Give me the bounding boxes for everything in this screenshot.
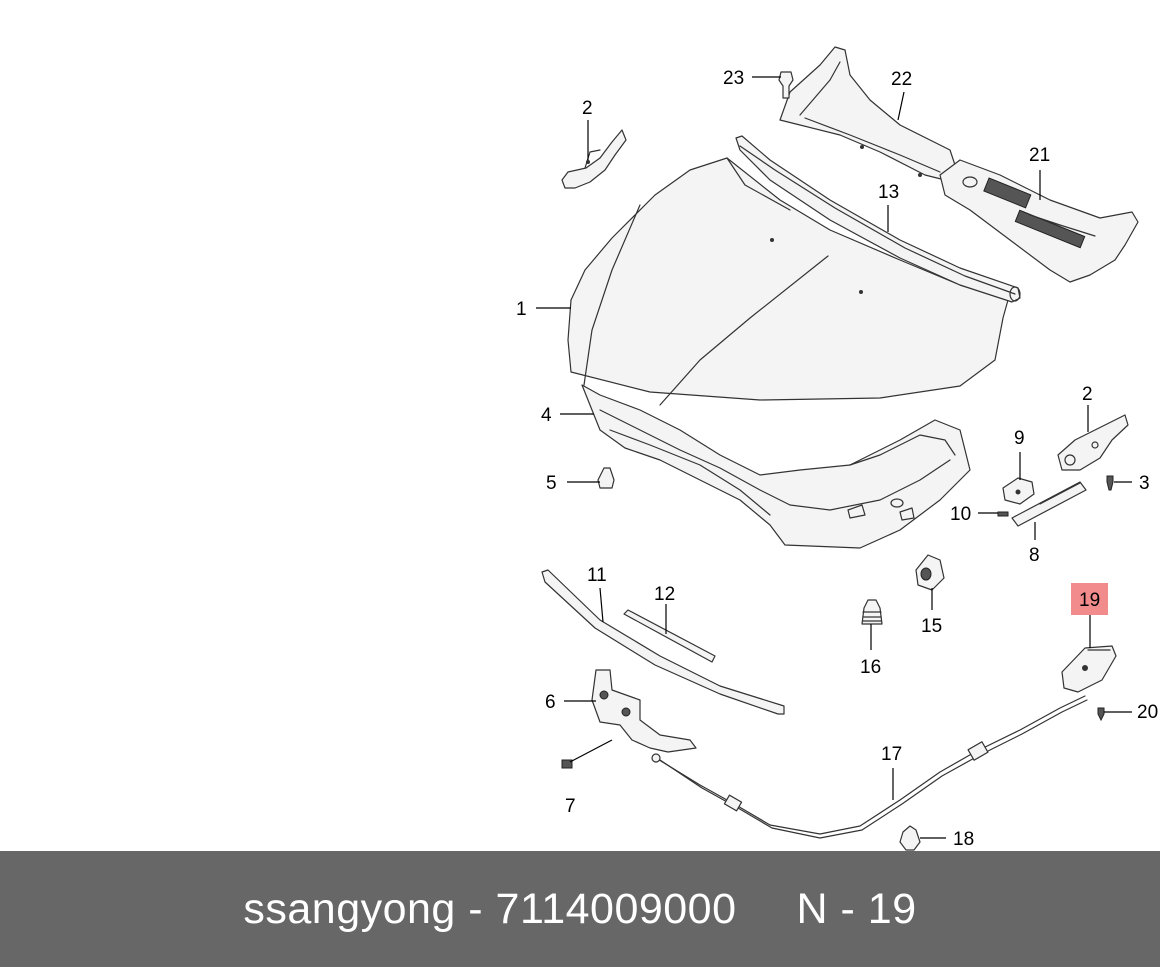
callout-3: 3	[1139, 473, 1150, 494]
callout-2-upper: 2	[582, 98, 593, 119]
callout-12: 12	[654, 584, 675, 605]
part-release-handle-19	[1061, 645, 1117, 693]
callout-5: 5	[546, 473, 557, 494]
part-hood-inner-frame	[581, 384, 971, 549]
callout-20: 20	[1137, 702, 1158, 723]
leader-lines	[536, 76, 1132, 839]
part-number-footer: ssangyong - 7114009000 N - 19	[0, 851, 1160, 967]
part-stopper-16	[861, 599, 883, 625]
callout-16: 16	[860, 657, 881, 678]
part-screw-20	[1097, 707, 1105, 722]
callout-labels: 23 22 2 21 13 1 4 2 9 3 5 10 8 11 12 15 …	[516, 68, 1158, 850]
callout-highlight-box	[1071, 583, 1108, 615]
callout-1: 1	[516, 299, 527, 320]
callout-17: 17	[881, 744, 902, 765]
part-bolt-10	[997, 511, 1009, 517]
callout-9: 9	[1014, 428, 1025, 449]
callout-8: 8	[1029, 545, 1040, 566]
part-hood-latch	[591, 669, 697, 753]
callout-22: 22	[891, 69, 912, 90]
part-weatherstrip-11	[541, 569, 785, 715]
callout-6: 6	[545, 692, 556, 713]
callout-23: 23	[723, 68, 744, 89]
footer-ref-text: N - 19	[796, 884, 917, 933]
part-cowl-panel-right	[939, 159, 1139, 283]
part-bumper-15	[915, 554, 945, 591]
callout-19: 19	[1079, 590, 1100, 611]
exploded-parts-diagram: 23 22 2 21 13 1 4 2 9 3 5 10 8 11 12 15 …	[516, 46, 1158, 851]
part-hood-hinge-right	[1057, 414, 1129, 471]
callout-18: 18	[953, 829, 974, 850]
callout-13: 13	[878, 182, 899, 203]
part-clip-23	[778, 71, 794, 99]
part-hood-seal	[735, 135, 1021, 303]
callout-7: 7	[565, 796, 576, 817]
callout-21: 21	[1029, 145, 1050, 166]
callout-11: 11	[587, 565, 607, 586]
part-bolt-3	[1106, 475, 1114, 491]
callout-2-right: 2	[1082, 384, 1093, 405]
part-hood-hinge-left	[561, 129, 627, 189]
part-release-cable	[651, 695, 1088, 839]
part-seal-strip-12	[623, 609, 716, 663]
callout-10: 10	[950, 504, 971, 525]
part-plug-5	[597, 467, 615, 489]
part-cowl-panel-left	[779, 46, 956, 181]
part-clip-18	[899, 825, 921, 851]
callout-4: 4	[541, 405, 552, 426]
part-bracket-9	[1002, 477, 1035, 505]
footer-part-text: ssangyong - 7114009000	[243, 884, 737, 933]
part-gas-strut	[1011, 481, 1087, 527]
callout-15: 15	[921, 616, 942, 637]
part-hood-panel	[567, 157, 1009, 406]
part-bolt-7	[561, 759, 573, 769]
